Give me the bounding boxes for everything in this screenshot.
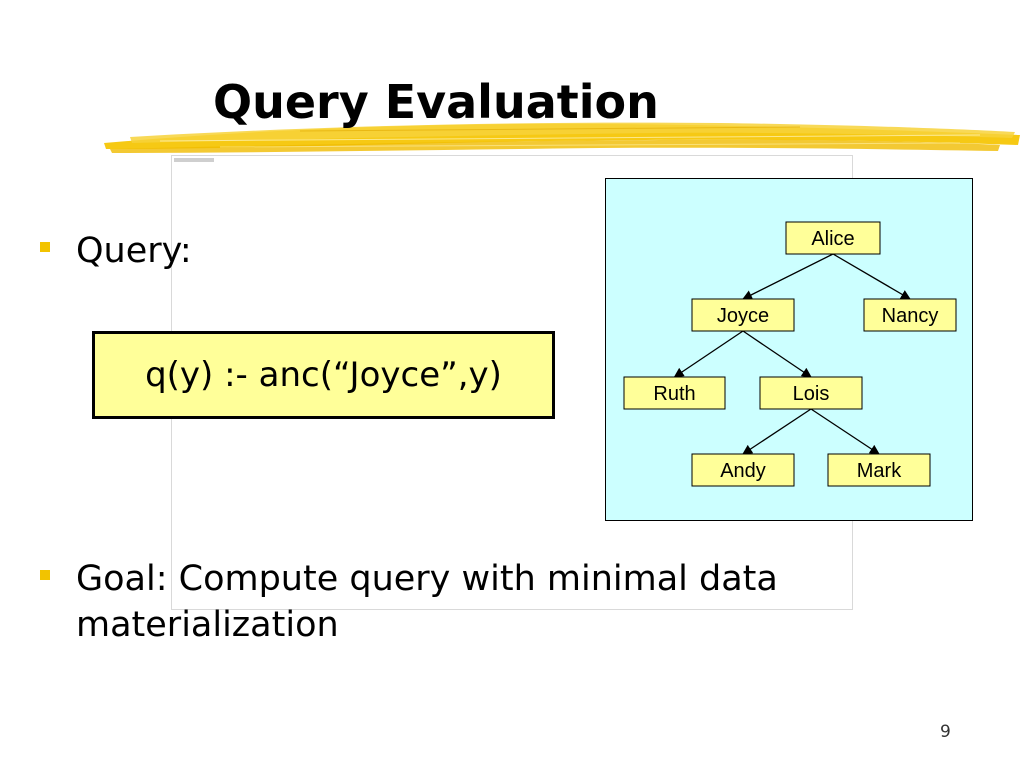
tree-node-label: Lois bbox=[793, 383, 830, 405]
tree-node-mark: Mark bbox=[827, 453, 931, 487]
tree-node-nancy: Nancy bbox=[863, 298, 957, 332]
tree-edge-lois-to-andy bbox=[742, 408, 812, 455]
tree-edge-joyce-to-ruth bbox=[673, 330, 744, 378]
tree-node-joyce: Joyce bbox=[691, 298, 795, 332]
embedded-object-thumbnail bbox=[174, 158, 214, 162]
tree-node-label: Andy bbox=[720, 460, 766, 482]
tree-node-box bbox=[691, 453, 795, 487]
tree-edge-joyce-to-lois bbox=[742, 330, 812, 378]
tree-node-label: Alice bbox=[811, 228, 854, 250]
tree-node-box bbox=[691, 298, 795, 332]
tree-node-box bbox=[623, 376, 726, 410]
tree-node-box bbox=[759, 376, 863, 410]
tree-node-box bbox=[827, 453, 931, 487]
tree-node-box bbox=[785, 221, 881, 255]
tree-node-lois: Lois bbox=[759, 376, 863, 410]
tree-edge-alice-to-joyce bbox=[742, 253, 834, 300]
bullet-text: Goal: Compute query with minimal data ma… bbox=[76, 559, 778, 645]
tree-node-label: Ruth bbox=[653, 383, 695, 405]
tree-node-label: Nancy bbox=[882, 305, 939, 327]
tree-node-label: Mark bbox=[857, 460, 902, 482]
bullet-marker bbox=[40, 570, 50, 580]
tree-edge-lois-to-mark bbox=[810, 408, 880, 455]
bullet-item-query: Query: bbox=[40, 228, 192, 274]
page-number: 9 bbox=[940, 722, 951, 742]
tree-node-label: Joyce bbox=[717, 305, 769, 327]
bullet-item-goal: Goal: Compute query with minimal data ma… bbox=[40, 556, 920, 648]
title-brush-stroke bbox=[104, 122, 1020, 153]
tree-node-box bbox=[863, 298, 957, 332]
tree-edge-alice-to-nancy bbox=[832, 253, 911, 300]
bullet-marker bbox=[40, 242, 50, 252]
slide-title: Query Evaluation bbox=[213, 75, 659, 129]
tree-node-alice: Alice bbox=[785, 221, 881, 255]
tree-node-ruth: Ruth bbox=[623, 376, 726, 410]
bullet-text: Query: bbox=[76, 231, 192, 271]
tree-node-andy: Andy bbox=[691, 453, 795, 487]
query-expression-box: q(y) :- anc(“Joyce”,y) bbox=[92, 331, 555, 419]
